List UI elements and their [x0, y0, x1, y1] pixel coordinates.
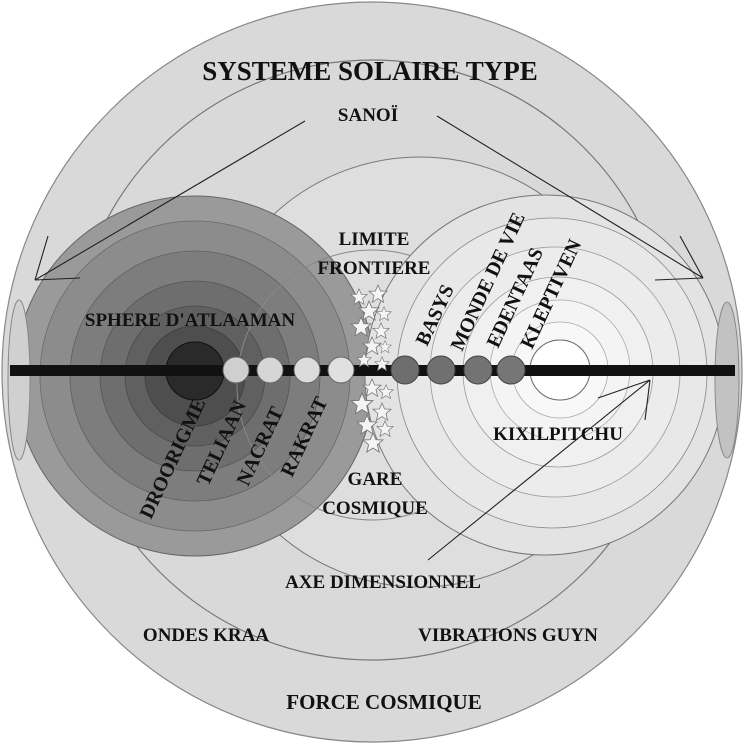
label-sphere-atlaaman: SPHERE D'ATLAAMAN [85, 310, 296, 331]
right-lens [714, 301, 740, 459]
planet-droorigme [222, 356, 250, 384]
label-kixilpitchu: KIXILPITCHU [493, 424, 623, 445]
label-gare: GARE [348, 469, 403, 490]
label-vibrations-guyn: VIBRATIONS GUYN [418, 625, 598, 646]
planet-rakrat [327, 356, 355, 384]
diagram-title: SYSTEME SOLAIRE TYPE [202, 56, 538, 86]
dimensional-axis [10, 365, 735, 376]
label-cosmique: COSMIQUE [322, 498, 428, 519]
planet-basys [390, 355, 420, 385]
pointer-lines [34, 115, 704, 561]
planet-teliaan [256, 356, 284, 384]
label-limite: LIMITE [339, 229, 410, 250]
label-frontiere: FRONTIERE [318, 258, 431, 279]
planet-nacrat [293, 356, 321, 384]
planet-edentaas [463, 355, 493, 385]
left-lens [7, 299, 31, 461]
label-ondes-kraa: ONDES KRAA [143, 625, 269, 646]
label-sanoi: SANOÏ [338, 105, 398, 126]
label-axe-dimensionnel: AXE DIMENSIONNEL [285, 572, 481, 593]
label-force-cosmique: FORCE COSMIQUE [286, 690, 481, 714]
planet-kleptiven [496, 355, 526, 385]
planet-monde-de-vie [426, 355, 456, 385]
